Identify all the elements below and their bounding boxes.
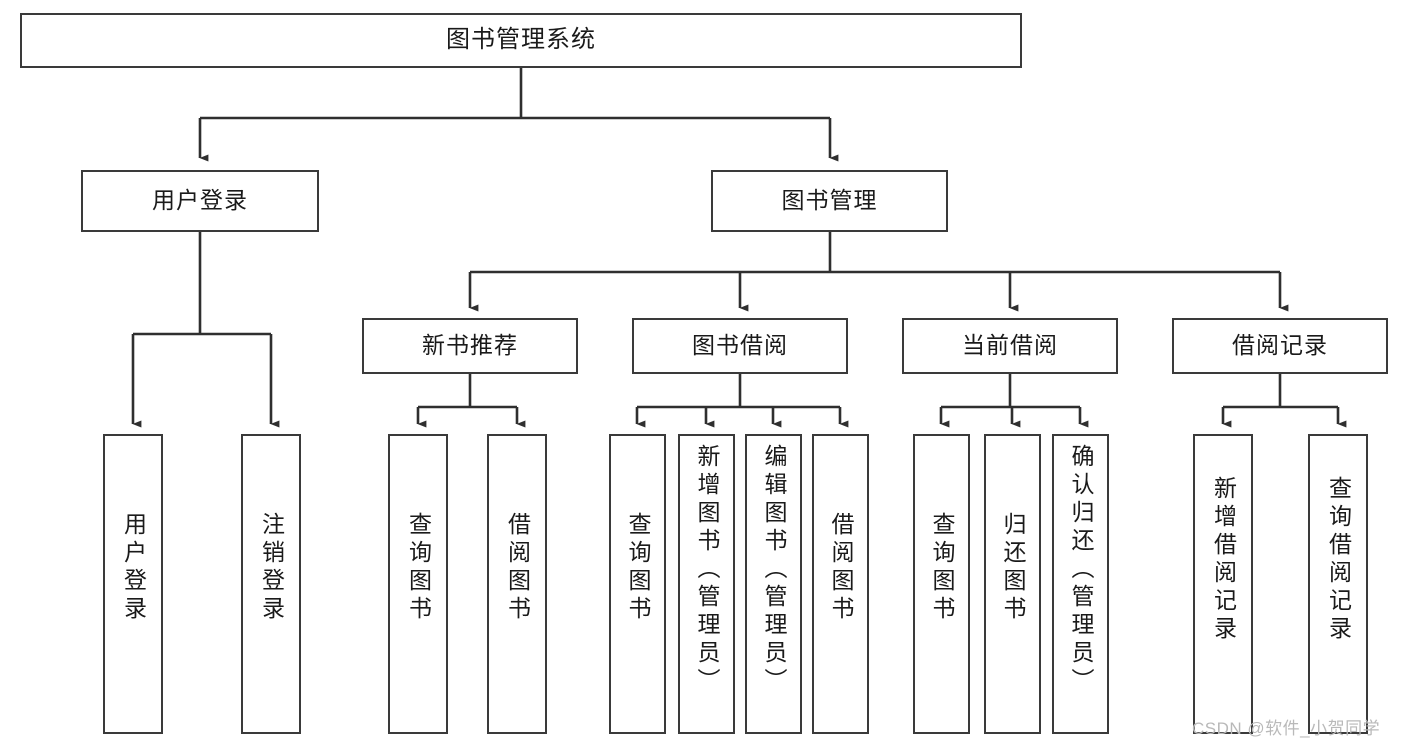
node-borrow-record[interactable]: 借阅记录 [1172,318,1388,374]
node-leaf-return-book[interactable]: 归还图书 [984,434,1041,734]
node-root-label: 图书管理系统 [446,26,596,54]
node-leaf-borrow-book-rec-label: 借阅图书 [504,512,531,624]
node-leaf-user-login-label: 用户登录 [120,512,147,624]
node-book-borrow-label: 图书借阅 [692,332,788,359]
node-leaf-confirm-return[interactable]: 确认归还（管理员） [1052,434,1109,734]
csdn-watermark: CSDN @软件_小贺同学 [1192,719,1381,738]
node-leaf-query-book-rec-label: 查询图书 [405,512,432,624]
node-leaf-borrow-book-br-label: 借阅图书 [828,512,854,624]
node-leaf-user-login[interactable]: 用户登录 [103,434,163,734]
node-leaf-borrow-book-br[interactable]: 借阅图书 [812,434,869,734]
node-current-borrow[interactable]: 当前借阅 [902,318,1118,374]
node-new-book-recommend[interactable]: 新书推荐 [362,318,578,374]
node-leaf-borrow-book-rec[interactable]: 借阅图书 [487,434,547,734]
node-leaf-query-book-br-label: 查询图书 [625,512,651,624]
node-leaf-query-book-cb[interactable]: 查询图书 [913,434,970,734]
node-leaf-user-logout[interactable]: 注销登录 [241,434,301,734]
node-book-manage-label: 图书管理 [781,187,878,214]
node-leaf-query-record-label: 查询借阅记录 [1325,476,1352,644]
node-borrow-record-label: 借阅记录 [1232,332,1328,359]
node-leaf-user-logout-label: 注销登录 [258,512,285,624]
node-leaf-add-book-label: 新增图书（管理员） [694,444,720,696]
node-leaf-edit-book-label: 编辑图书（管理员） [761,444,787,696]
node-leaf-query-book-rec[interactable]: 查询图书 [388,434,448,734]
node-book-manage[interactable]: 图书管理 [711,170,948,232]
node-new-book-recommend-label: 新书推荐 [422,332,518,359]
node-root[interactable]: 图书管理系统 [20,13,1022,68]
node-leaf-return-book-label: 归还图书 [1000,512,1026,624]
node-leaf-query-book-br[interactable]: 查询图书 [609,434,666,734]
node-user-login[interactable]: 用户登录 [81,170,319,232]
node-leaf-add-book[interactable]: 新增图书（管理员） [678,434,735,734]
node-leaf-confirm-return-label: 确认归还（管理员） [1068,444,1094,696]
node-leaf-query-record[interactable]: 查询借阅记录 [1308,434,1368,734]
node-current-borrow-label: 当前借阅 [962,332,1058,359]
node-book-borrow[interactable]: 图书借阅 [632,318,848,374]
node-leaf-add-record-label: 新增借阅记录 [1210,476,1237,644]
node-leaf-query-book-cb-label: 查询图书 [929,512,955,624]
node-user-login-label: 用户登录 [152,187,248,214]
node-leaf-add-record[interactable]: 新增借阅记录 [1193,434,1253,734]
node-leaf-edit-book[interactable]: 编辑图书（管理员） [745,434,802,734]
